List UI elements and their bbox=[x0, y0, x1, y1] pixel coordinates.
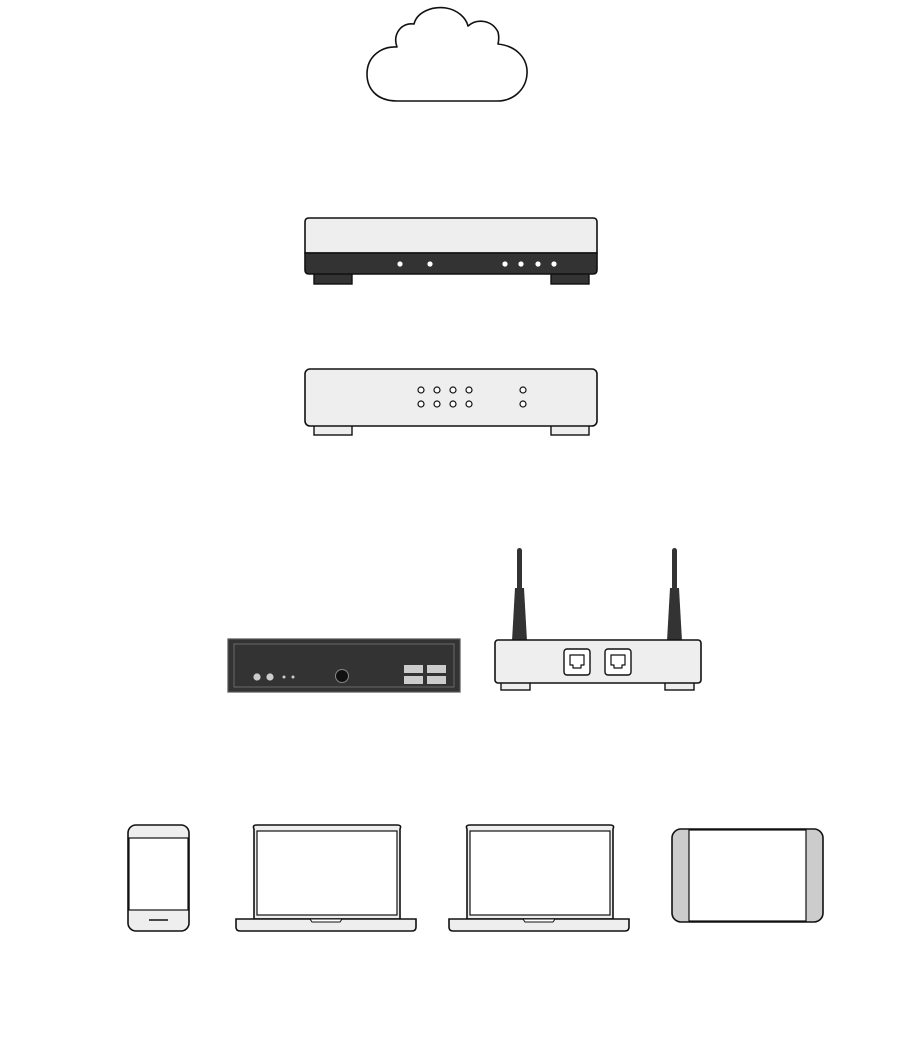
ethernet-port-icon bbox=[563, 648, 591, 676]
network-switch-icon bbox=[300, 364, 605, 440]
smartphone-icon bbox=[124, 822, 194, 936]
wireless-router-icon bbox=[490, 544, 706, 694]
ethernet-port-icon bbox=[604, 648, 632, 676]
laptop-icon bbox=[445, 822, 633, 936]
tablet-icon bbox=[668, 826, 828, 926]
cloud-icon bbox=[362, 4, 532, 106]
laptop-icon bbox=[232, 822, 420, 936]
mini-pc-icon bbox=[226, 637, 462, 694]
modem-icon bbox=[300, 212, 605, 290]
